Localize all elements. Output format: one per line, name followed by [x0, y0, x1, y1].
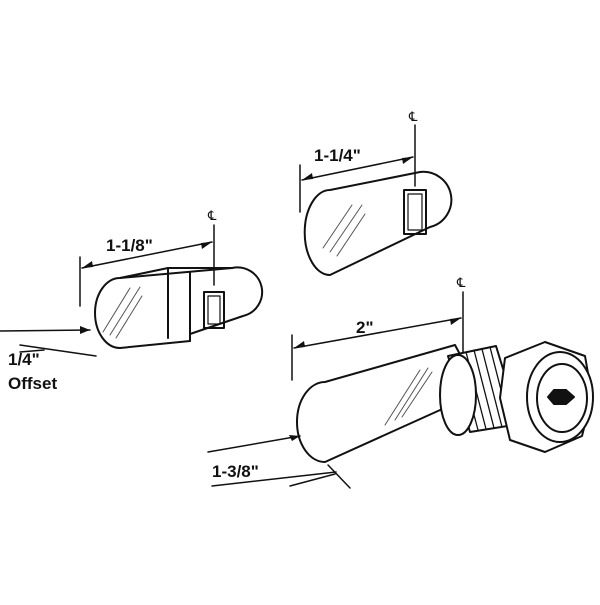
barrel-end [439, 354, 477, 436]
lock-cylinder [439, 341, 594, 453]
straight-cam-glint [322, 204, 366, 257]
offset-cam-dimension [79, 224, 215, 307]
long-cam-length-label: 2" [356, 318, 374, 337]
straight-cam-length-label: 1-1/4" [314, 146, 361, 165]
long-cam-glint [384, 367, 433, 426]
offset-value-label: 1/4" [8, 350, 40, 369]
offset-cam-slot [203, 291, 225, 329]
centerline-symbol-long-cam: ℄ [456, 275, 466, 290]
long-cam-length-dimension [291, 291, 464, 381]
centerline-symbol-straight-cam: ℄ [408, 109, 418, 124]
straight-cam-slot [403, 189, 427, 235]
offset-cam-glint [102, 286, 143, 339]
offset-dimension-leaders [0, 329, 97, 357]
centerline-symbol-offset-cam: ℄ [207, 208, 217, 223]
straight-cam [303, 170, 453, 276]
straight-cam-dimension [299, 124, 416, 213]
lock-face-rim [536, 363, 588, 433]
long-cam-width-dimension [207, 435, 351, 489]
long-cam-width-label: 1-3/8" [212, 462, 259, 481]
offset-cam-length-label: 1-1/8" [106, 236, 153, 255]
offset-cam [94, 266, 264, 349]
long-cam [296, 344, 481, 463]
offset-word-label: Offset [8, 374, 57, 393]
